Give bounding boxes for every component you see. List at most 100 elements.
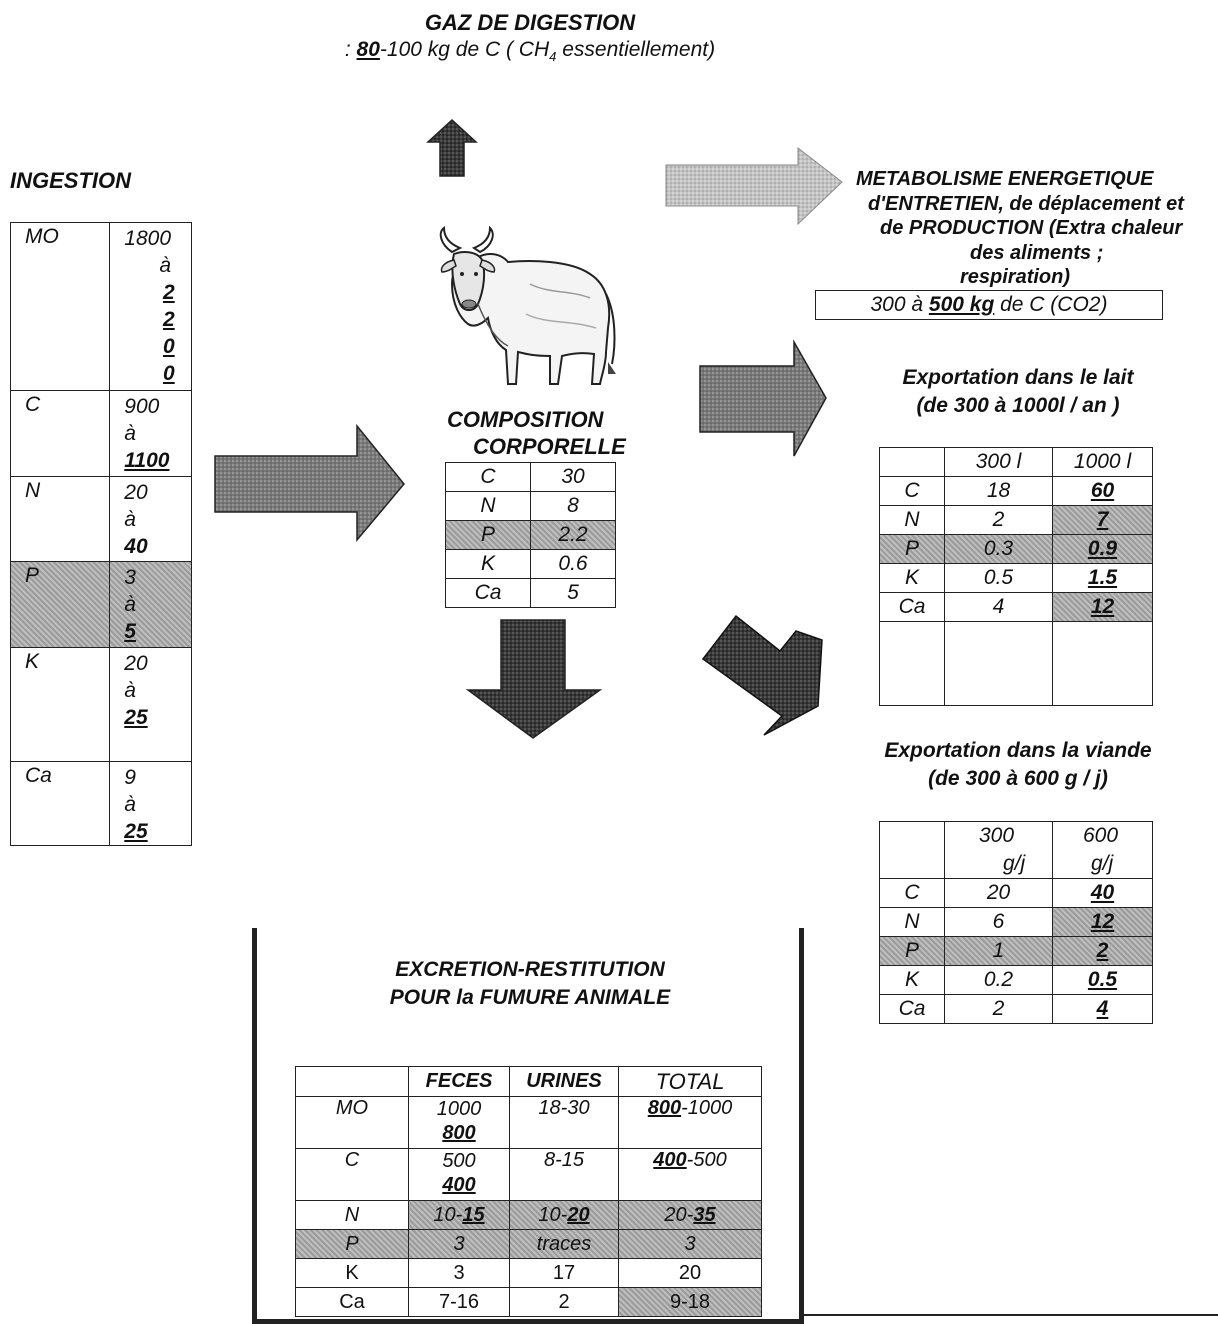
ingestion-hi: 1100 bbox=[124, 449, 170, 472]
composition-title-2: CORPORELLE bbox=[473, 434, 626, 459]
lait-b: 0.9 bbox=[1052, 534, 1153, 564]
excretion-total: 20 bbox=[618, 1258, 762, 1288]
excretion-f1: 10- bbox=[433, 1203, 463, 1226]
excretion-el: MO bbox=[295, 1096, 409, 1149]
viande-row: K 0.2 0.5 bbox=[879, 965, 1153, 995]
ingestion-row-n: N 20 à 40 bbox=[9, 476, 192, 562]
viande-el: K bbox=[879, 965, 945, 995]
viande-a: 20 bbox=[944, 878, 1053, 908]
composition-value: 8 bbox=[530, 491, 616, 521]
gaz-prefix: : bbox=[344, 38, 351, 61]
lait-row: N 2 7 bbox=[879, 505, 1153, 535]
gaz-sub: 4 bbox=[549, 49, 557, 65]
ingestion-el: Ca bbox=[9, 761, 111, 846]
excretion-feces: 10-15 bbox=[408, 1200, 510, 1230]
excretion-total: 400-500 bbox=[618, 1148, 762, 1201]
viande-row: N 6 12 bbox=[879, 907, 1153, 937]
composition-el: C bbox=[445, 462, 531, 492]
excretion-table: FECES URINES TOTAL MO 1000 800 18-30 800… bbox=[295, 1066, 762, 1317]
excretion-feces: 3 bbox=[408, 1258, 510, 1288]
excretion-h-total: TOTAL bbox=[618, 1066, 762, 1097]
ingestion-row-k: K 20 à 25 bbox=[9, 647, 192, 762]
excretion-urines: traces bbox=[509, 1229, 619, 1259]
lait-a: 0.5 bbox=[944, 563, 1053, 593]
viande-el: C bbox=[879, 878, 945, 908]
ingestion-el: C bbox=[9, 390, 111, 477]
gaz-rest: -100 kg de C ( CH bbox=[379, 38, 550, 61]
arrow-lait bbox=[699, 339, 827, 457]
ingestion-row-mo: MO 1800 à 2200 bbox=[9, 222, 192, 391]
viande-col2a: 600 bbox=[1083, 824, 1119, 847]
viande-b: 0.5 bbox=[1052, 965, 1153, 995]
excretion-t1: 400 bbox=[653, 1149, 687, 1171]
excretion-t2: -1000 bbox=[681, 1097, 733, 1119]
lait-a: 0.3 bbox=[944, 534, 1053, 564]
excretion-feces: 7-16 bbox=[408, 1287, 510, 1317]
composition-table: C 30 N 8 P 2.2 K 0.6 Ca 5 bbox=[445, 462, 616, 608]
excretion-title-2: POUR la FUMURE ANIMALE bbox=[389, 986, 671, 1009]
lait-header: 300 l 1000 l bbox=[879, 447, 1153, 477]
gaz-value: 80 bbox=[356, 38, 380, 61]
composition-el: N bbox=[445, 491, 531, 521]
viande-el: N bbox=[879, 907, 945, 937]
excretion-title-1: EXCRETION-RESTITUTION bbox=[395, 958, 665, 981]
lait-a: 2 bbox=[944, 505, 1053, 535]
excretion-total: 800-1000 bbox=[618, 1096, 762, 1149]
viande-a: 1 bbox=[944, 936, 1053, 966]
lait-el: C bbox=[879, 476, 945, 506]
excretion-urines: 8-15 bbox=[509, 1148, 619, 1201]
excretion-t1: 20- bbox=[664, 1203, 694, 1226]
viande-b: 4 bbox=[1052, 994, 1153, 1024]
lait-col2: 1000 l bbox=[1052, 447, 1153, 477]
lait-el: Ca bbox=[879, 592, 945, 622]
viande-col1a: 300 bbox=[979, 824, 1015, 847]
viande-title: Exportation dans la viande bbox=[884, 739, 1152, 762]
excretion-row-p: P 3 traces 3 bbox=[295, 1229, 762, 1259]
ingestion-lo: 20 bbox=[124, 481, 148, 504]
viande-col1b: g/j bbox=[1003, 852, 1026, 875]
excretion-total: 3 bbox=[618, 1229, 762, 1259]
ingestion-range: 900 à 1100 bbox=[109, 390, 192, 477]
excretion-urines: 18-30 bbox=[509, 1096, 619, 1149]
ingestion-a: à bbox=[124, 679, 136, 702]
metabolisme-line3: de PRODUCTION (Extra chaleur bbox=[880, 217, 1183, 239]
excretion-el: N bbox=[295, 1200, 409, 1230]
lait-row: Ca 4 12 bbox=[879, 592, 1153, 622]
lait-b: 12 bbox=[1052, 592, 1153, 622]
viande-b: 40 bbox=[1052, 878, 1153, 908]
metabolisme-line1: METABOLISME ENERGETIQUE bbox=[856, 168, 1154, 190]
excretion-t2: -500 bbox=[686, 1149, 727, 1171]
excretion-urines: 17 bbox=[509, 1258, 619, 1288]
excretion-h-urines: URINES bbox=[509, 1066, 619, 1097]
ingestion-lo: 20 bbox=[124, 652, 148, 675]
metabolisme-text: METABOLISME ENERGETIQUE d'ENTRETIEN, de … bbox=[850, 167, 1216, 290]
excretion-t2: 35 bbox=[693, 1203, 716, 1226]
composition-row: K 0.6 bbox=[445, 549, 616, 579]
ingestion-lo: 900 bbox=[124, 395, 160, 418]
excretion-u2: 20 bbox=[567, 1203, 590, 1226]
viande-el: Ca bbox=[879, 994, 945, 1024]
ingestion-el: MO bbox=[9, 222, 111, 391]
excretion-feces: 500 400 bbox=[408, 1148, 510, 1201]
ingestion-lo: 3 bbox=[124, 566, 136, 589]
composition-el: K bbox=[445, 549, 531, 579]
composition-el: Ca bbox=[445, 578, 531, 608]
lait-table: 300 l 1000 l C 18 60 N 2 7 P 0.3 0.9 K 0… bbox=[879, 447, 1153, 706]
viande-a: 0.2 bbox=[944, 965, 1053, 995]
lait-el: N bbox=[879, 505, 945, 535]
composition-row: P 2.2 bbox=[445, 520, 616, 550]
excretion-f2: 400 bbox=[442, 1174, 476, 1196]
composition-value: 30 bbox=[530, 462, 616, 492]
metabolisme-box: 300 à 500 kg de C (CO2) bbox=[815, 290, 1163, 320]
viande-b: 2 bbox=[1052, 936, 1153, 966]
arrow-ingestion bbox=[214, 423, 405, 543]
ingestion-hi: 25 bbox=[124, 706, 148, 729]
ingestion-row-p: P 3 à 5 bbox=[9, 561, 192, 648]
excretion-feces: 1000 800 bbox=[408, 1096, 510, 1149]
ingestion-range: 20 à 25 bbox=[109, 647, 192, 762]
excretion-el: P bbox=[295, 1229, 409, 1259]
ingestion-a: à bbox=[124, 508, 136, 531]
lait-col1: 300 l bbox=[944, 447, 1053, 477]
ingestion-a: à bbox=[124, 422, 136, 445]
viande-col2b: g/j bbox=[1091, 852, 1114, 875]
